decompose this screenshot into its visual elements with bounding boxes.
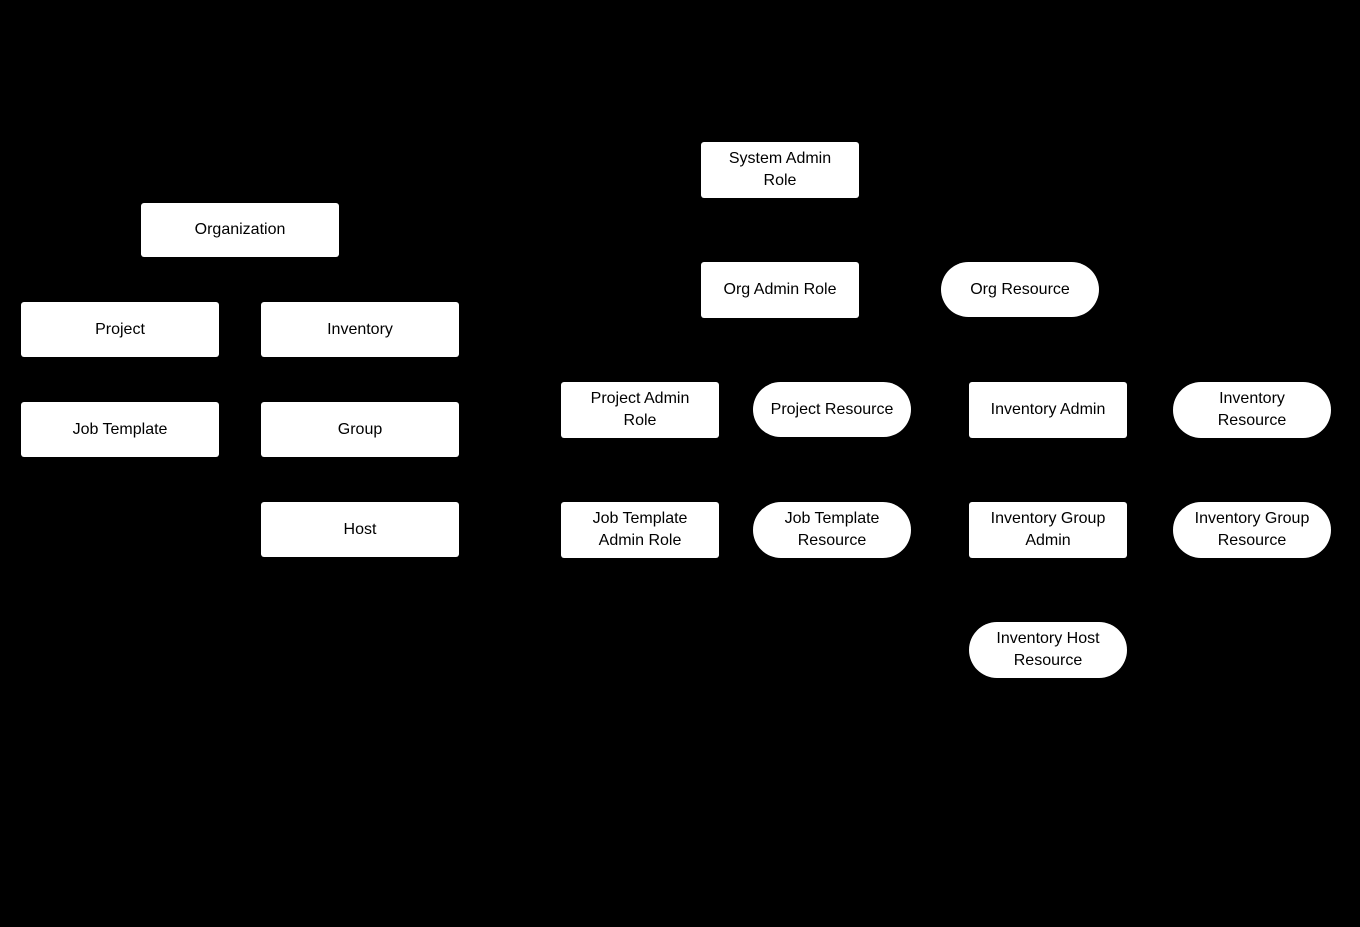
node-project-resource: Project Resource <box>753 382 911 437</box>
node-inventory-group-resource: Inventory Group Resource <box>1173 502 1331 558</box>
node-system-admin-role: System Admin Role <box>701 142 859 198</box>
node-org-resource: Org Resource <box>941 262 1099 317</box>
node-organization: Organization <box>141 203 339 257</box>
node-job-template-admin-role: Job Template Admin Role <box>561 502 719 558</box>
node-job-template: Job Template <box>21 402 219 457</box>
node-job-template-resource: Job Template Resource <box>753 502 911 558</box>
node-inventory-admin: Inventory Admin <box>969 382 1127 438</box>
node-inventory: Inventory <box>261 302 459 357</box>
node-org-admin-role: Org Admin Role <box>701 262 859 318</box>
node-group: Group <box>261 402 459 457</box>
node-project: Project <box>21 302 219 357</box>
node-inventory-host-resource: Inventory Host Resource <box>969 622 1127 678</box>
node-project-admin-role: Project Admin Role <box>561 382 719 438</box>
node-inventory-resource: Inventory Resource <box>1173 382 1331 438</box>
node-host: Host <box>261 502 459 557</box>
node-inventory-group-admin: Inventory Group Admin <box>969 502 1127 558</box>
